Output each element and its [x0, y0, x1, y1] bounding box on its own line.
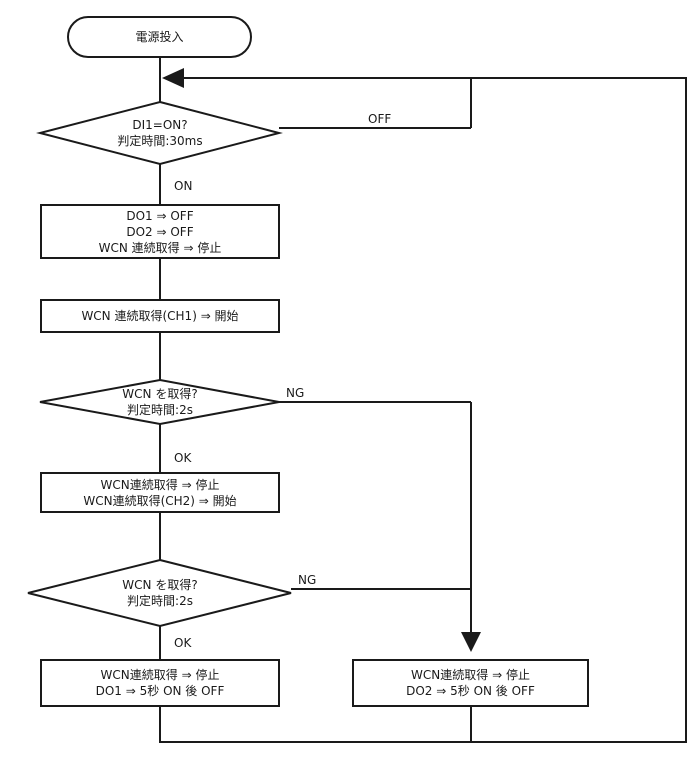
decision-wcn1-line-1: WCN を取得? [122, 387, 198, 401]
switch-ch2-box [40, 472, 280, 513]
decision-wcn1-label: WCN を取得? 判定時間:2s [60, 383, 260, 421]
edge-label-ok1: OK [174, 451, 192, 465]
connector-loop-return [159, 77, 687, 743]
arrowhead-loop [162, 68, 184, 88]
decision-wcn2-line-1: WCN を取得? [122, 578, 198, 592]
decision-di1-line-1: DI1=ON? [132, 118, 188, 132]
init-process-line-1: DO1 ⇒ OFF [126, 208, 194, 223]
edge-label-ng2: NG [298, 573, 317, 587]
failure-end-box [352, 659, 589, 707]
decision-wcn1-shape [39, 378, 280, 426]
start-terminal [67, 16, 252, 58]
start-ch1-box [40, 299, 280, 333]
success-end-label: WCN連続取得 ⇒ 停止 DO1 ⇒ 5秒 ON 後 OFF [41, 660, 279, 706]
init-process-line-3: WCN 連続取得 ⇒ 停止 [98, 240, 222, 255]
start-ch1-label: WCN 連続取得(CH1) ⇒ 開始 [41, 300, 279, 332]
failure-end-line-2: DO2 ⇒ 5秒 ON 後 OFF [406, 684, 535, 698]
failure-end-line-1: WCN連続取得 ⇒ 停止 [411, 668, 530, 682]
decision-wcn2-shape [27, 558, 292, 628]
decision-wcn2-line-2: 判定時間:2s [127, 594, 193, 608]
edge-label-ng1: NG [286, 386, 305, 400]
start-text: 電源投入 [135, 30, 184, 44]
success-end-box [40, 659, 280, 707]
decision-di1-shape [36, 100, 283, 166]
arrowhead-failure [461, 632, 481, 652]
decision-di1-line-2: 判定時間:30ms [117, 134, 203, 148]
switch-ch2-label: WCN連続取得 ⇒ 停止 WCN連続取得(CH2) ⇒ 開始 [41, 473, 279, 512]
init-process-label: DO1 ⇒ OFF DO2 ⇒ OFF WCN 連続取得 ⇒ 停止 [41, 205, 279, 258]
init-process-line-2: DO2 ⇒ OFF [126, 224, 194, 239]
switch-ch2-line-2: WCN連続取得(CH2) ⇒ 開始 [83, 493, 237, 508]
edge-label-off: OFF [368, 112, 392, 126]
edge-label-on: ON [174, 179, 193, 193]
failure-end-label: WCN連続取得 ⇒ 停止 DO2 ⇒ 5秒 ON 後 OFF [353, 660, 588, 706]
success-end-line-2: DO1 ⇒ 5秒 ON 後 OFF [95, 684, 225, 698]
edge-label-ok2: OK [174, 636, 192, 650]
success-end-line-1: WCN連続取得 ⇒ 停止 [100, 668, 220, 682]
start-ch1-text: WCN 連続取得(CH1) ⇒ 開始 [81, 309, 239, 323]
decision-di1-label: DI1=ON? 判定時間:30ms [60, 114, 260, 152]
decision-wcn1-line-2: 判定時間:2s [127, 403, 193, 417]
start-label: 電源投入 [68, 17, 251, 57]
decision-wcn2-label: WCN を取得? 判定時間:2s [60, 574, 260, 612]
init-process-box [40, 204, 280, 259]
switch-ch2-line-1: WCN連続取得 ⇒ 停止 [100, 477, 220, 492]
